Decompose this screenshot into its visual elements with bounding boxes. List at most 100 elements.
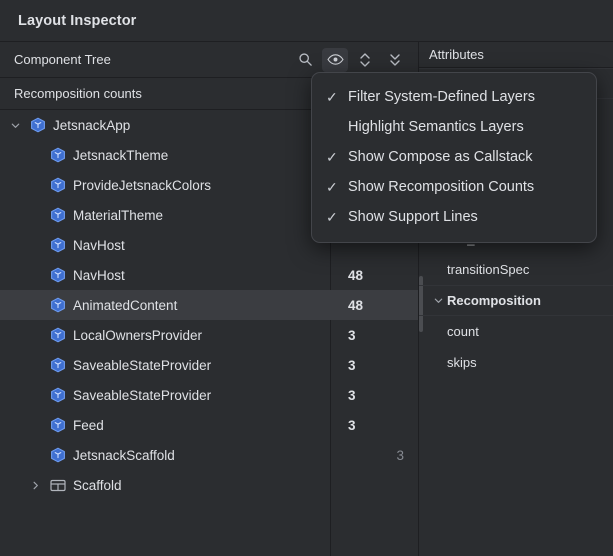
menu-item-label: Show Compose as Callstack	[348, 149, 533, 165]
tree-node: Scaffold	[50, 477, 122, 493]
menu-item[interactable]: ✓ Filter System-Defined Layers	[312, 82, 596, 112]
compose-node-icon	[50, 147, 66, 163]
recomposition-count-cell: 3	[348, 417, 356, 433]
attribute-row[interactable]: skips	[419, 347, 613, 378]
tree-row[interactable]: AnimatedContent 48	[0, 290, 418, 320]
tree-row[interactable]: SaveableStateProvider 3	[0, 350, 418, 380]
tree-node: JetsnackScaffold	[50, 447, 175, 463]
attribute-row[interactable]: count	[419, 316, 613, 347]
menu-item-label: Filter System-Defined Layers	[348, 89, 535, 105]
attribute-label: Recomposition	[447, 293, 541, 308]
check-icon: ✓	[326, 88, 338, 105]
attributes-scrollbar[interactable]	[419, 276, 423, 332]
tree-row[interactable]: JetsnackScaffold 3	[0, 440, 418, 470]
tree-row[interactable]: NavHost	[0, 230, 418, 260]
chevron-right-icon[interactable]	[28, 478, 42, 492]
recomposition-count-cell: 3	[348, 357, 356, 373]
tree-node-label: NavHost	[73, 267, 125, 283]
tree-node: Feed	[50, 417, 104, 433]
attribute-group-row[interactable]: Recomposition	[419, 285, 613, 316]
tree-row[interactable]: Feed 3	[0, 410, 418, 440]
attribute-label: skips	[447, 355, 477, 370]
recomposition-count-cell: 3	[348, 387, 356, 403]
compose-node-icon	[50, 297, 66, 313]
collapse-all-icon	[388, 52, 402, 68]
count-column-divider	[330, 110, 331, 556]
search-icon	[298, 52, 313, 67]
component-tree-toolbar: Component Tree	[0, 42, 418, 78]
recomposition-count-cell: 48	[348, 297, 364, 313]
toolbar-icon-group	[292, 47, 408, 72]
expand-collapse-icon	[358, 52, 372, 68]
check-icon: ✓	[326, 208, 338, 225]
tree-node: SaveableStateProvider	[50, 387, 211, 403]
compose-node-icon	[50, 417, 66, 433]
menu-item[interactable]: ✓ Show Support Lines	[312, 202, 596, 232]
menu-item[interactable]: Highlight Semantics Layers	[312, 112, 596, 142]
chevron-down-icon[interactable]	[432, 295, 444, 307]
recomposition-counts-label: Recomposition counts	[14, 86, 142, 101]
tree-node-label: Feed	[73, 417, 104, 433]
tree-node: SaveableStateProvider	[50, 357, 211, 373]
tree-node: JetsnackApp	[30, 117, 130, 133]
tree-node-label: JetsnackApp	[53, 117, 131, 133]
tree-node-label: NavHost	[73, 237, 125, 253]
chevron-down-icon[interactable]	[8, 118, 22, 132]
compose-node-icon	[50, 267, 66, 283]
compose-node-icon	[50, 447, 66, 463]
tree-node: NavHost	[50, 267, 125, 283]
tree-row[interactable]: JetsnackTheme	[0, 140, 418, 170]
tree-row[interactable]: SaveableStateProvider 3	[0, 380, 418, 410]
tree-row[interactable]: ProvideJetsnackColors	[0, 170, 418, 200]
tree-node: NavHost	[50, 237, 125, 253]
compose-node-icon	[50, 207, 66, 223]
tree-node-label: JetsnackTheme	[73, 147, 169, 163]
tree-row[interactable]: JetsnackApp	[0, 110, 418, 140]
compose-node-icon	[50, 327, 66, 343]
attribute-label: transitionSpec	[447, 262, 530, 277]
tree-row[interactable]: MaterialTheme	[0, 200, 418, 230]
tree-node-label: SaveableStateProvider	[73, 357, 212, 373]
expand-collapse-button[interactable]	[352, 48, 378, 72]
check-icon: ✓	[326, 178, 338, 195]
collapse-all-button[interactable]	[382, 48, 408, 72]
tree-node-label: LocalOwnersProvider	[73, 327, 203, 343]
panel-divider[interactable]	[418, 42, 419, 556]
tree-row[interactable]: LocalOwnersProvider 3	[0, 320, 418, 350]
tree-row[interactable]: Scaffold	[0, 470, 418, 500]
view-options-button[interactable]	[322, 47, 348, 72]
menu-item-label: Highlight Semantics Layers	[348, 119, 524, 135]
compose-node-icon	[50, 387, 66, 403]
menu-item-label: Show Recomposition Counts	[348, 179, 535, 195]
compose-node-icon	[50, 237, 66, 253]
tree-node-label: AnimatedContent	[73, 297, 178, 313]
tree-node-label: MaterialTheme	[73, 207, 164, 223]
tree-node-label: JetsnackScaffold	[73, 447, 175, 463]
tree-node: ProvideJetsnackColors	[50, 177, 211, 193]
search-button[interactable]	[292, 48, 318, 72]
attribute-label: count	[447, 324, 479, 339]
menu-item[interactable]: ✓Show Compose as Callstack	[312, 142, 596, 172]
attribute-row[interactable]: transitionSpec	[419, 254, 613, 285]
menu-item[interactable]: ✓ Show Recomposition Counts	[312, 172, 596, 202]
recomposition-count-cell: 3	[348, 327, 356, 343]
tree-node: MaterialTheme	[50, 207, 163, 223]
layout-node-icon	[50, 477, 66, 493]
attributes-title: Attributes	[419, 42, 613, 68]
compose-node-icon	[50, 357, 66, 373]
tree-node-label: SaveableStateProvider	[73, 387, 212, 403]
eye-icon	[326, 53, 344, 66]
compose-node-icon	[50, 177, 66, 193]
page-title: Layout Inspector	[18, 12, 137, 29]
menu-item-label: Show Support Lines	[348, 209, 478, 225]
tree-node: AnimatedContent	[50, 297, 177, 313]
window-titlebar: Layout Inspector	[0, 0, 613, 42]
tree-node-label: Scaffold	[73, 477, 122, 493]
recomposition-count-cell: 3	[396, 447, 404, 463]
compose-node-icon	[30, 117, 46, 133]
tree-node: JetsnackTheme	[50, 147, 168, 163]
